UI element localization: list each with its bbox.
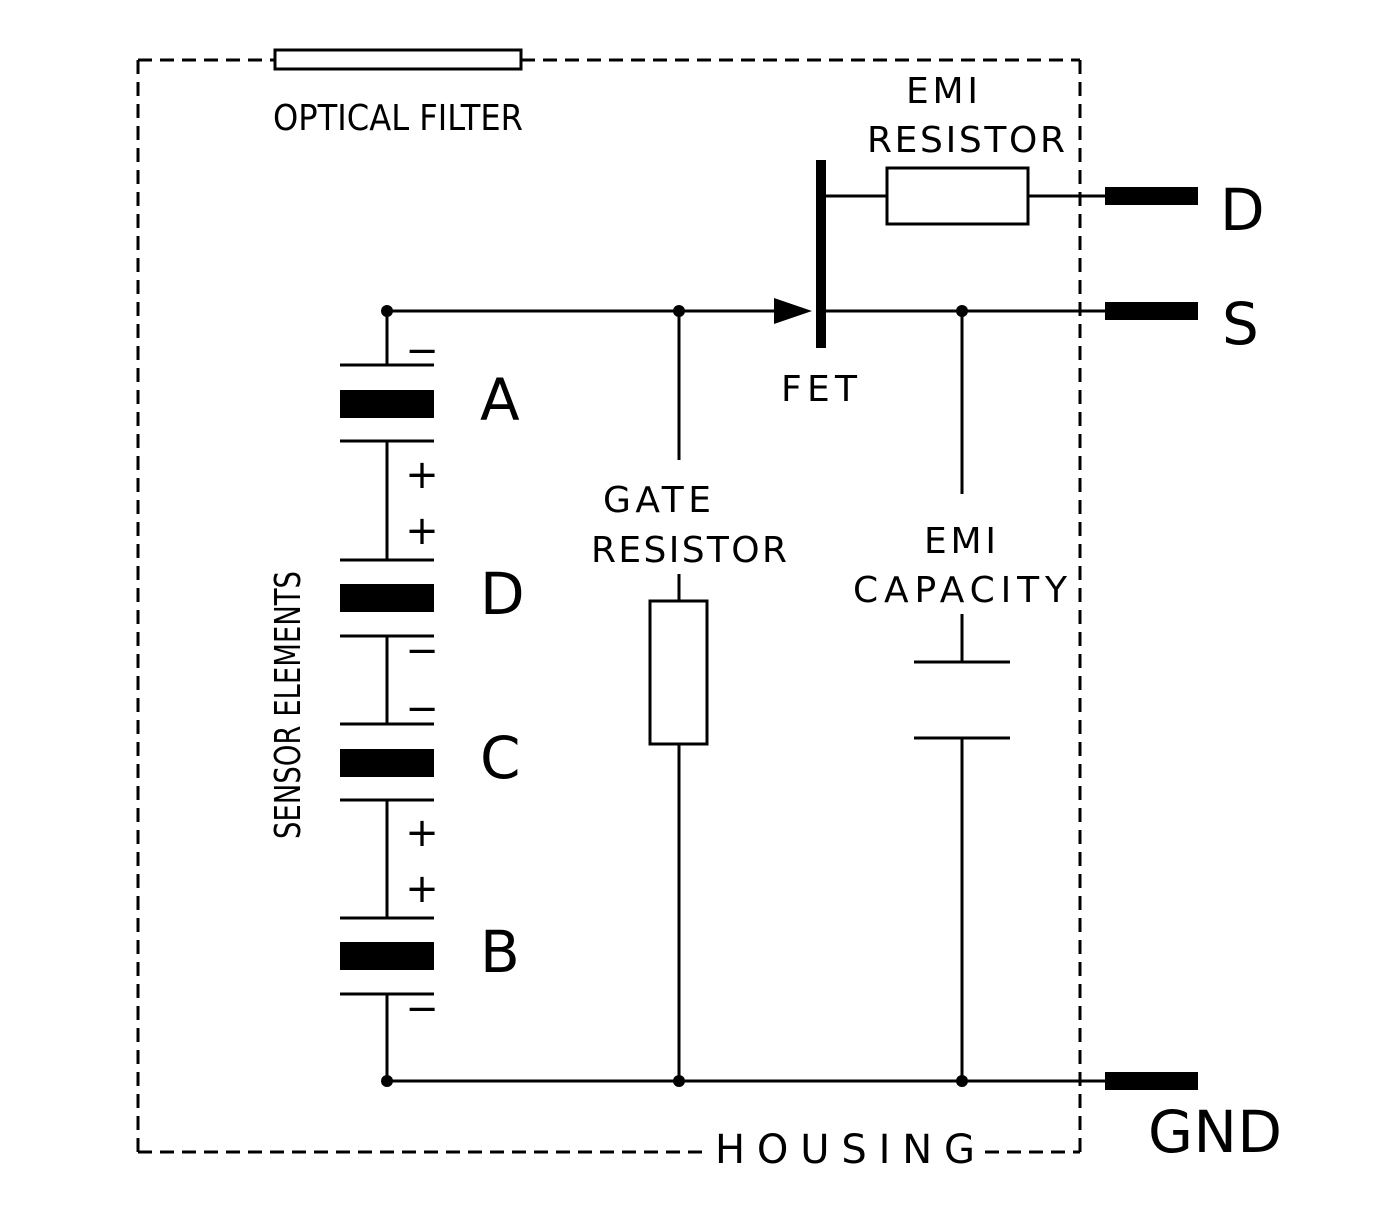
sensor-element-a-label: A: [480, 366, 520, 434]
housing-outline: [136, 58, 1082, 1154]
terminal-pins: [1105, 187, 1198, 1090]
terminal-pin-ground: [1105, 1072, 1198, 1090]
gate-wire: [387, 298, 812, 324]
optical-filter: [273, 48, 523, 71]
sensor-element-d: [340, 558, 434, 638]
terminal-drain-label: D: [1220, 176, 1265, 244]
sensor-element-b: [340, 916, 434, 996]
sensor-element-a-bottom-sign: +: [405, 452, 439, 498]
gate-resistor: [648, 311, 709, 1081]
emi-capacitor: [914, 311, 1010, 1081]
junction-dots: [381, 305, 968, 1087]
terminal-pin-drain: [1105, 187, 1198, 205]
terminal-ground-label: GND: [1148, 1098, 1282, 1166]
sensor-element-c-label: C: [480, 724, 521, 792]
emi-capacity-label-line1: EMI: [924, 521, 996, 562]
sensor-element-b-bottom-sign: −: [405, 986, 439, 1032]
sensor-element-d-top-sign: +: [405, 508, 439, 554]
sensor-element-a: [340, 363, 434, 443]
sensor-element-c-bottom-sign: +: [405, 810, 439, 856]
sensor-element-b-label: B: [480, 918, 520, 986]
gate-resistor-label-line2: RESISTOR: [591, 530, 787, 571]
terminal-source-label: S: [1222, 290, 1259, 358]
sensor-element-d-bottom-sign: −: [405, 628, 439, 674]
sensor-element-a-top-sign: −: [405, 328, 439, 374]
fet-label: FET: [781, 369, 858, 410]
housing-label: HOUSING: [715, 1127, 975, 1173]
sensor-elements-label: SENSOR ELEMENTS: [268, 571, 309, 839]
terminal-pin-source: [1105, 302, 1198, 320]
sensor-element-b-top-sign: +: [405, 866, 439, 912]
gate-resistor-label-line1: GATE: [603, 480, 711, 521]
emi-resistor: [885, 166, 1105, 226]
emi-resistor-label-line2: RESISTOR: [867, 120, 1065, 161]
optical-filter-label: OPTICAL FILTER: [273, 98, 523, 139]
sensor-element-c-top-sign: −: [405, 686, 439, 732]
emi-resistor-label-line1: EMI: [906, 71, 978, 112]
emi-capacity-label-line2: CAPACITY: [853, 570, 1068, 611]
sensor-element-c: [340, 722, 434, 802]
sensor-element-d-label: D: [480, 560, 525, 628]
